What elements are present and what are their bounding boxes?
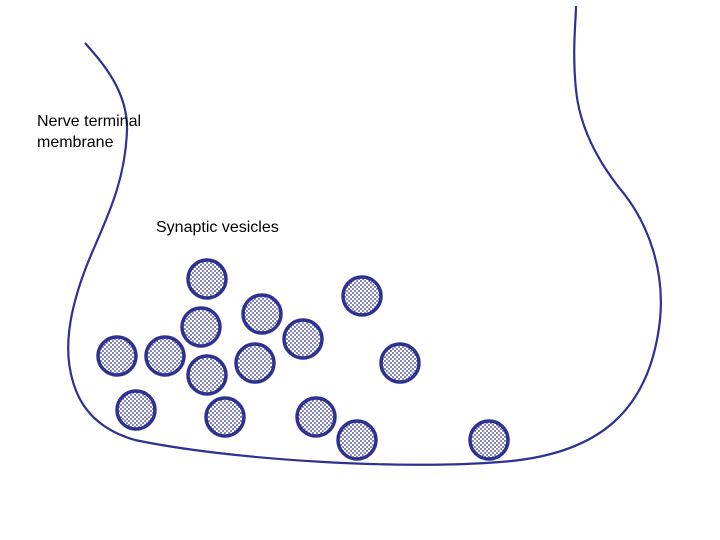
synaptic-vesicle bbox=[295, 396, 337, 438]
synaptic-vesicle bbox=[241, 293, 283, 335]
nerve-terminal-membrane bbox=[67, 5, 662, 466]
synaptic-vesicle bbox=[468, 419, 510, 461]
synaptic-vesicles-label: Synaptic vesicles bbox=[156, 219, 279, 236]
synaptic-vesicle bbox=[180, 306, 222, 348]
synaptic-vesicle bbox=[96, 335, 138, 377]
synaptic-vesicle bbox=[204, 396, 246, 438]
synaptic-vesicle bbox=[186, 354, 228, 396]
membrane-label-line1: Nerve terminal bbox=[37, 113, 142, 130]
synaptic-vesicle bbox=[379, 342, 421, 384]
synaptic-vesicle bbox=[144, 335, 186, 377]
synaptic-vesicle bbox=[234, 342, 276, 384]
synaptic-vesicle bbox=[282, 318, 324, 360]
membrane-label-line2: membrane bbox=[37, 134, 114, 151]
synaptic-vesicle bbox=[115, 389, 157, 431]
synaptic-vesicles bbox=[96, 258, 510, 461]
nerve-terminal-membrane-label: Nerve terminal membrane bbox=[37, 111, 141, 153]
synaptic-vesicle bbox=[341, 275, 383, 317]
synaptic-vesicle bbox=[186, 258, 228, 300]
synaptic-vesicle bbox=[336, 419, 378, 461]
